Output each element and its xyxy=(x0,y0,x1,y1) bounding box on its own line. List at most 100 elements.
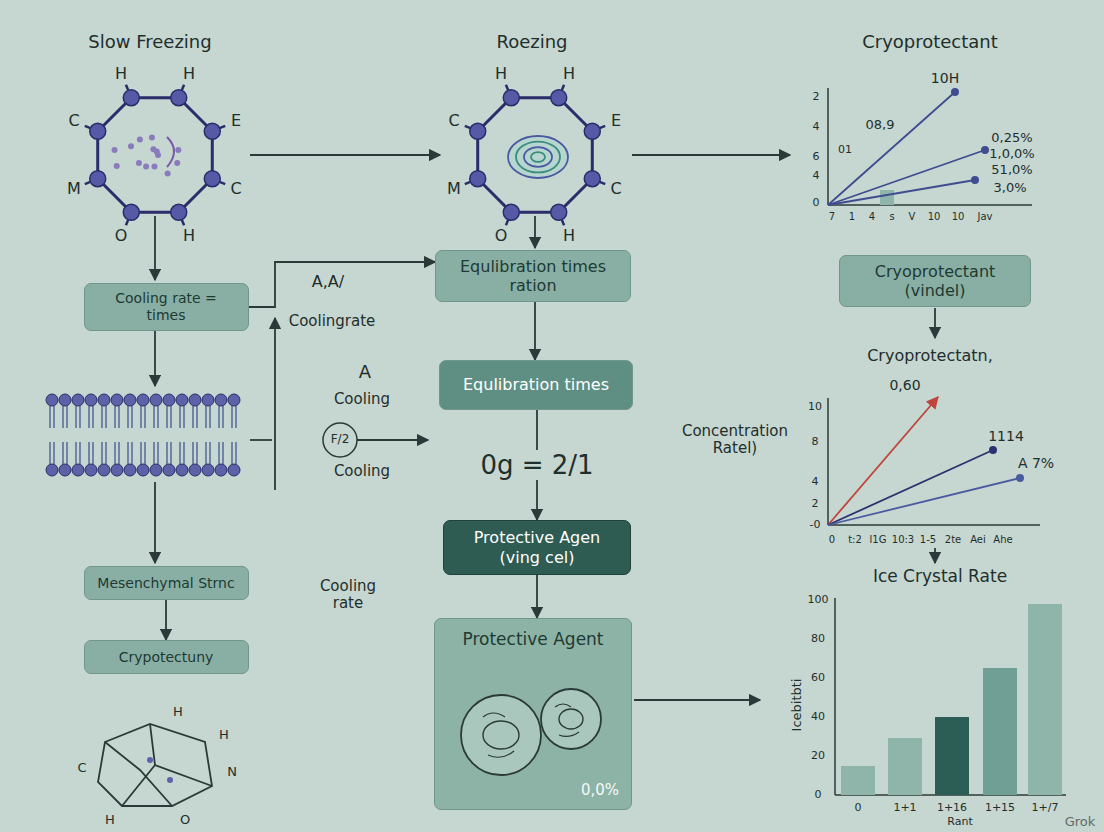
text-label: A,A/ xyxy=(312,273,344,291)
lipid-bilayer-stroke xyxy=(63,442,67,464)
lipid-bilayer-stroke xyxy=(232,442,236,464)
chemical-structure-stroke xyxy=(105,724,212,806)
box-title: Protective Agent xyxy=(462,629,603,649)
molecule-ring-stroke xyxy=(478,98,593,213)
lipid-bilayer-stroke xyxy=(59,394,71,406)
line-chart-stroke xyxy=(827,88,829,205)
molecule-ring-stroke xyxy=(531,152,545,162)
line-chart-stroke xyxy=(1016,474,1024,482)
lipid-bilayer-stroke xyxy=(89,406,93,428)
lipid-bilayer-stroke xyxy=(219,442,223,464)
flow-arrow-stroke xyxy=(534,216,536,248)
text-label: 60 xyxy=(811,672,825,685)
lipid-bilayer-stroke xyxy=(128,406,132,428)
lipid-bilayer-stroke xyxy=(219,406,223,428)
lipid-bilayer-stroke xyxy=(180,406,184,428)
line-chart-stroke xyxy=(828,180,975,205)
line-chart xyxy=(828,397,1040,525)
flow-arrow-stroke xyxy=(250,154,440,156)
lipid-bilayer-stroke xyxy=(137,464,149,476)
text-label: Grok xyxy=(1065,815,1096,830)
bar-chart xyxy=(835,598,1066,795)
text-label: 8 xyxy=(812,436,819,449)
text-label: Concentration Ratel) xyxy=(680,423,790,458)
text-label: 1114 xyxy=(988,428,1024,444)
lipid-bilayer-stroke xyxy=(154,406,158,428)
molecule-ring-stroke xyxy=(143,164,149,170)
lipid-bilayer-stroke xyxy=(150,464,162,476)
molecule-ring-stroke xyxy=(465,126,471,128)
molecule-ring-stroke xyxy=(204,123,220,139)
molecule-ring-stroke xyxy=(114,163,120,169)
lipid-bilayer-stroke xyxy=(215,394,227,406)
line-chart-stroke xyxy=(828,450,993,525)
flow-arrow-stroke xyxy=(632,154,790,156)
cell-illustration xyxy=(443,677,623,787)
agent-panel: Protective Agent 0,0% xyxy=(434,618,632,810)
molecule-ring-stroke xyxy=(182,220,184,226)
molecule-ring-stroke xyxy=(98,98,213,213)
process-box: Equlibration times ration xyxy=(435,250,631,302)
molecule-ring-stroke xyxy=(182,85,184,91)
text-label: Icebitbti xyxy=(790,679,805,732)
text-label: 10 xyxy=(808,401,822,414)
bar-chart-stroke xyxy=(1028,604,1062,795)
lipid-bilayer-stroke xyxy=(163,464,175,476)
line-chart-stroke xyxy=(828,204,1032,206)
text-label: 4 xyxy=(869,211,875,223)
text-label: 1-5 xyxy=(920,534,936,546)
line-chart-stroke xyxy=(971,176,979,184)
lipid-bilayer-stroke xyxy=(128,442,132,464)
text-label: C xyxy=(230,180,241,198)
lipid-bilayer-stroke xyxy=(46,394,58,406)
text-label: Slow Freezing xyxy=(88,32,211,53)
lipid-bilayer-stroke xyxy=(89,442,93,464)
lipid-bilayer-stroke xyxy=(72,394,84,406)
chemical-structure-stroke xyxy=(167,777,173,783)
text-label: 01 xyxy=(838,144,852,157)
molecule-ring-stroke xyxy=(562,85,564,91)
lipid-bilayer-stroke xyxy=(76,442,80,464)
text-label: 2 xyxy=(812,498,819,511)
lipid-bilayer-stroke xyxy=(206,442,210,464)
molecule-ring xyxy=(465,85,605,225)
lipid-bilayer-stroke xyxy=(59,464,71,476)
lipid-bilayer-stroke xyxy=(193,406,197,428)
text-label: Rant xyxy=(947,816,972,829)
text-label: Cooling xyxy=(334,391,390,408)
box-title: Cooling rate = times xyxy=(95,290,238,324)
chemical-structure-stroke xyxy=(147,757,153,763)
text-label: -0 xyxy=(810,519,821,532)
lipid-bilayer-stroke xyxy=(150,394,162,406)
lipid-bilayer-stroke xyxy=(85,464,97,476)
line-chart-stroke xyxy=(828,92,955,205)
process-box: Crypotectuny xyxy=(84,640,249,674)
text-label: Aei xyxy=(970,534,986,546)
text-label: 0 xyxy=(813,197,820,210)
flow-arrow-stroke xyxy=(154,482,156,563)
box-title: Equlibration times xyxy=(463,375,609,394)
text-label: Ahe xyxy=(993,534,1012,546)
text-label: C xyxy=(610,180,621,198)
text-label: O xyxy=(115,227,128,245)
flow-connector xyxy=(249,262,436,307)
molecule-ring-stroke xyxy=(551,204,567,220)
molecule-ring-stroke xyxy=(90,123,106,139)
box-value: 0,0% xyxy=(581,781,619,799)
molecule-ring-stroke xyxy=(136,160,142,166)
text-label: V xyxy=(909,211,916,223)
molecule-ring-stroke xyxy=(128,143,134,149)
text-label: s xyxy=(889,211,894,223)
lipid-bilayer-stroke xyxy=(206,406,210,428)
molecule-ring-stroke xyxy=(151,163,157,169)
text-label: F/2 xyxy=(331,433,350,447)
line-chart-stroke xyxy=(981,146,989,154)
text-label: 08,9 xyxy=(866,118,895,133)
process-box: Equlibration times xyxy=(439,360,633,410)
text-label: 1,0,0% xyxy=(989,147,1034,162)
flow-connector xyxy=(165,600,167,640)
lipid-bilayer-stroke xyxy=(215,464,227,476)
molecule-ring-stroke xyxy=(85,182,91,184)
lipid-bilayer-stroke xyxy=(50,406,54,428)
text-label: H xyxy=(219,728,229,743)
